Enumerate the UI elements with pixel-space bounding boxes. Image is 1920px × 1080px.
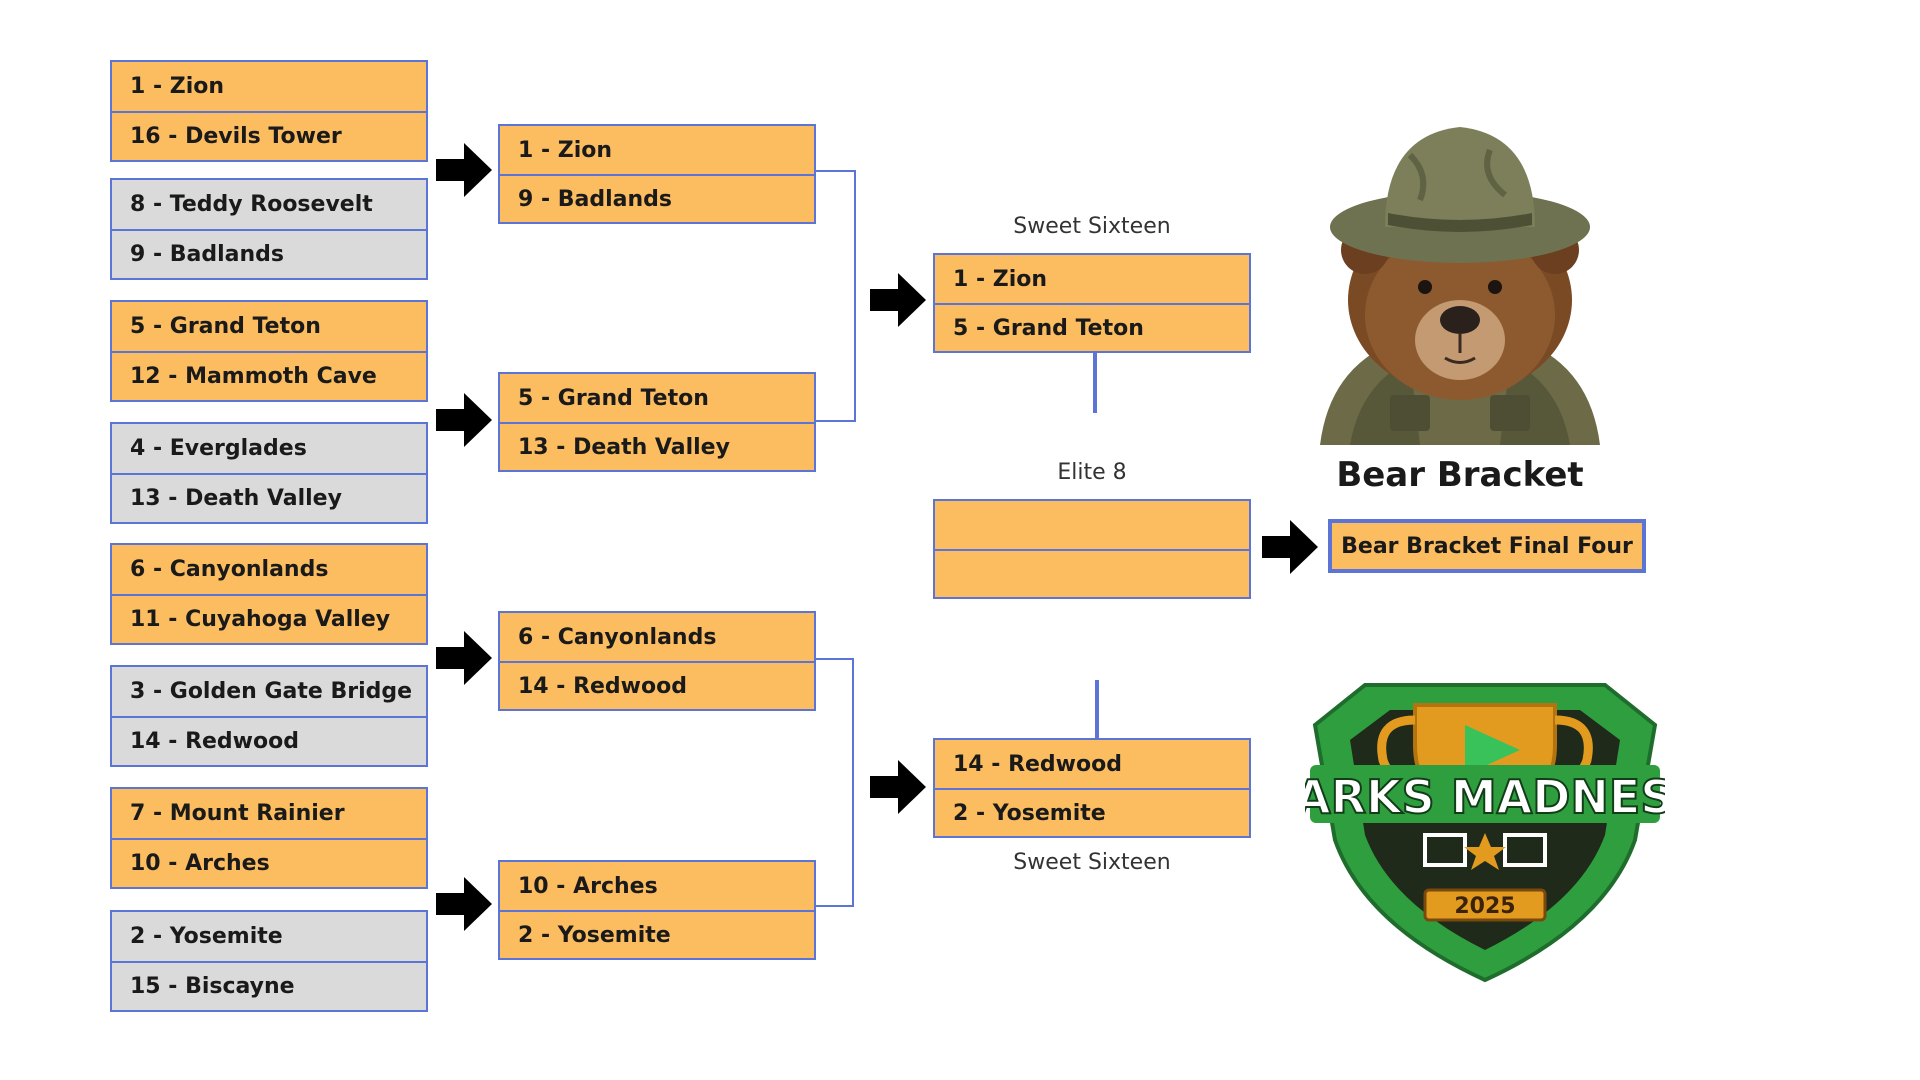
matchup-r1-2: 8 - Teddy Roosevelt 9 - Badlands <box>110 178 428 280</box>
bracket-connector <box>816 420 856 422</box>
team-slot: 13 - Death Valley <box>112 473 426 522</box>
arrow-right-icon <box>870 273 926 327</box>
matchup-r2-2: 5 - Grand Teton 13 - Death Valley <box>498 372 816 472</box>
team-slot: 5 - Grand Teton <box>935 303 1249 351</box>
matchup-r2-3: 6 - Canyonlands 14 - Redwood <box>498 611 816 711</box>
bracket-connector <box>816 905 854 907</box>
matchup-sweet-sixteen-bottom: 14 - Redwood 2 - Yosemite <box>933 738 1251 838</box>
team-slot: 2 - Yosemite <box>112 912 426 961</box>
team-slot <box>935 549 1249 597</box>
bracket-connector <box>1093 353 1097 413</box>
matchup-r1-5: 6 - Canyonlands 11 - Cuyahoga Valley <box>110 543 428 645</box>
team-slot: 6 - Canyonlands <box>112 545 426 594</box>
team-slot: 14 - Redwood <box>500 661 814 709</box>
team-slot: 6 - Canyonlands <box>500 613 814 661</box>
team-slot: 5 - Grand Teton <box>500 374 814 422</box>
team-slot: 8 - Teddy Roosevelt <box>112 180 426 229</box>
bear-mascot-illustration <box>1320 127 1600 445</box>
arrow-right-icon <box>436 143 492 197</box>
team-slot: 14 - Redwood <box>112 716 426 765</box>
team-slot: 9 - Badlands <box>500 174 814 222</box>
team-slot: 15 - Biscayne <box>112 961 426 1010</box>
matchup-r2-1: 1 - Zion 9 - Badlands <box>498 124 816 224</box>
sweet-sixteen-top-label: Sweet Sixteen <box>1013 214 1171 239</box>
matchup-sweet-sixteen-top: 1 - Zion 5 - Grand Teton <box>933 253 1251 353</box>
matchup-r1-4: 4 - Everglades 13 - Death Valley <box>110 422 428 524</box>
team-slot: 1 - Zion <box>112 62 426 111</box>
team-slot <box>935 501 1249 549</box>
team-slot: 4 - Everglades <box>112 424 426 473</box>
team-slot: 10 - Arches <box>112 838 426 887</box>
team-slot: 12 - Mammoth Cave <box>112 351 426 400</box>
elite-eight-label: Elite 8 <box>1057 460 1127 485</box>
team-slot: 11 - Cuyahoga Valley <box>112 594 426 643</box>
team-slot: 7 - Mount Rainier <box>112 789 426 838</box>
team-slot: 1 - Zion <box>935 255 1249 303</box>
team-slot: 16 - Devils Tower <box>112 111 426 160</box>
arrow-right-icon <box>1262 520 1318 574</box>
arrow-right-icon <box>436 393 492 447</box>
bracket-connector <box>852 658 854 907</box>
parks-madness-logo: PARKS MADNESS 2025 <box>1305 683 1665 983</box>
arrow-right-icon <box>870 760 926 814</box>
bear-bracket-title: Bear Bracket <box>1336 455 1584 495</box>
matchup-r1-7: 7 - Mount Rainier 10 - Arches <box>110 787 428 889</box>
matchup-r1-6: 3 - Golden Gate Bridge 14 - Redwood <box>110 665 428 767</box>
matchup-r1-1: 1 - Zion 16 - Devils Tower <box>110 60 428 162</box>
team-slot: 9 - Badlands <box>112 229 426 278</box>
logo-year: 2025 <box>1454 894 1515 919</box>
matchup-r2-4: 10 - Arches 2 - Yosemite <box>498 860 816 960</box>
arrow-right-icon <box>436 631 492 685</box>
sweet-sixteen-bottom-label: Sweet Sixteen <box>1013 850 1171 875</box>
final-four-button[interactable]: Bear Bracket Final Four <box>1328 519 1646 573</box>
team-slot: 2 - Yosemite <box>935 788 1249 836</box>
team-slot: 1 - Zion <box>500 126 814 174</box>
logo-text: PARKS MADNESS <box>1305 770 1665 824</box>
bracket-connector <box>816 170 856 172</box>
team-slot: 14 - Redwood <box>935 740 1249 788</box>
bracket-connector <box>854 170 856 422</box>
team-slot: 13 - Death Valley <box>500 422 814 470</box>
arrow-right-icon <box>436 877 492 931</box>
matchup-elite-eight <box>933 499 1251 599</box>
matchup-r1-8: 2 - Yosemite 15 - Biscayne <box>110 910 428 1012</box>
team-slot: 5 - Grand Teton <box>112 302 426 351</box>
team-slot: 3 - Golden Gate Bridge <box>112 667 426 716</box>
matchup-r1-3: 5 - Grand Teton 12 - Mammoth Cave <box>110 300 428 402</box>
team-slot: 10 - Arches <box>500 862 814 910</box>
bracket-connector <box>816 658 854 660</box>
bracket-connector <box>1095 680 1099 740</box>
team-slot: 2 - Yosemite <box>500 910 814 958</box>
